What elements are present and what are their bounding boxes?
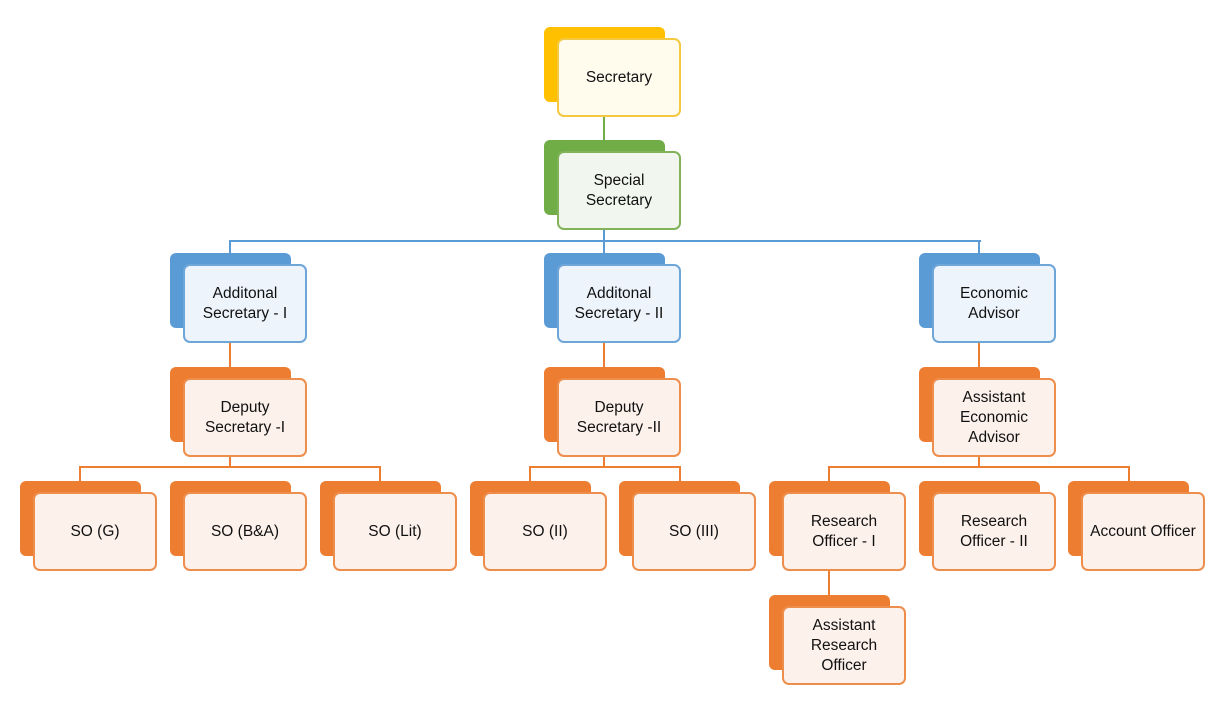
node-label: Special Secretary — [557, 151, 681, 230]
connector-line — [1128, 466, 1130, 482]
connector-line — [603, 343, 605, 368]
connector-line — [79, 466, 381, 468]
connector-line — [978, 343, 980, 368]
node-label: Assistant Research Officer — [782, 606, 906, 685]
connector-line — [229, 240, 981, 242]
node-label: Account Officer — [1081, 492, 1205, 571]
node-label: Secretary — [557, 38, 681, 117]
node-label: Research Officer - I — [782, 492, 906, 571]
node-label: Research Officer - II — [932, 492, 1056, 571]
connector-line — [229, 240, 231, 254]
node-label: SO (G) — [33, 492, 157, 571]
connector-line — [603, 230, 605, 254]
connector-line — [229, 457, 231, 467]
connector-line — [529, 466, 681, 468]
node-label: Additonal Secretary - II — [557, 264, 681, 343]
connector-line — [828, 466, 1130, 468]
connector-line — [379, 466, 381, 482]
node-label: Assistant Economic Advisor — [932, 378, 1056, 457]
connector-line — [603, 457, 605, 467]
connector-line — [679, 466, 681, 482]
node-label: Deputy Secretary -I — [183, 378, 307, 457]
connector-line — [978, 240, 980, 254]
node-label: Deputy Secretary -II — [557, 378, 681, 457]
connector-line — [828, 570, 830, 596]
connector-line — [229, 343, 231, 368]
node-label: SO (Lit) — [333, 492, 457, 571]
node-label: SO (III) — [632, 492, 756, 571]
connector-line — [79, 466, 81, 482]
node-label: Additonal Secretary - I — [183, 264, 307, 343]
connector-line — [828, 466, 830, 482]
node-label: SO (II) — [483, 492, 607, 571]
node-label: SO (B&A) — [183, 492, 307, 571]
connector-line — [529, 466, 531, 482]
connector-line — [603, 116, 605, 141]
node-label: Economic Advisor — [932, 264, 1056, 343]
connector-line — [978, 457, 980, 467]
